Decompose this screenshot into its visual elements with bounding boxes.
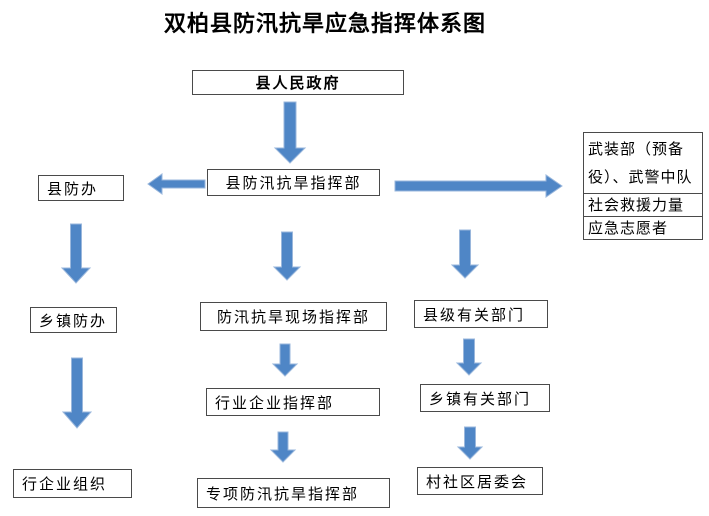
node-township-departments: 乡镇有关部门: [420, 384, 550, 412]
node-village-community-committee: 村社区居委会: [417, 467, 543, 495]
node-county-flood-office: 县防办: [38, 175, 124, 201]
support-row-volunteers: 应急志愿者: [588, 219, 669, 237]
node-special-flood-drought-hq: 专项防汛抗旱指挥部: [197, 478, 390, 508]
arrow-hq-to-support-table-right: [394, 174, 563, 198]
node-onsite-command-hq: 防汛抗旱现场指挥部: [200, 302, 387, 331]
node-industry-enterprise-hq: 行业企业指挥部: [206, 388, 380, 416]
node-county-flood-drought-hq: 县防汛抗旱指挥部: [207, 169, 380, 196]
page-title: 双柏县防汛抗旱应急指挥体系图: [163, 12, 486, 37]
arrow-hq-to-onsite-hq-down: [272, 231, 302, 281]
support-row-social-rescue: 社会救援力量: [584, 194, 702, 217]
arrow-township-depts-to-village-down: [456, 426, 484, 460]
support-row-militia: 武装部（预备 役）、武警中队: [584, 133, 702, 194]
arrow-township-office-to-industry-org-down: [61, 357, 93, 429]
arrow-county-office-to-township-office-down: [60, 223, 92, 284]
arrow-onsite-hq-to-industry-hq-down: [271, 343, 299, 377]
arrow-hq-to-county-depts-down: [450, 229, 480, 279]
arrow-industry-hq-to-special-hq-down: [269, 431, 297, 463]
node-county-government: 县人民政府: [192, 70, 404, 95]
node-township-flood-office: 乡镇防办: [30, 307, 117, 333]
arrow-gov-to-hq-down: [273, 101, 307, 164]
arrow-hq-to-county-office-left: [147, 173, 206, 195]
arrow-county-depts-to-township-depts-down: [455, 338, 483, 376]
node-county-level-departments: 县级有关部门: [414, 300, 548, 328]
support-forces-table: 武装部（预备 役）、武警中队 社会救援力量 应急志愿者: [583, 132, 703, 240]
node-industry-enterprise-org: 行企业组织: [13, 469, 132, 498]
